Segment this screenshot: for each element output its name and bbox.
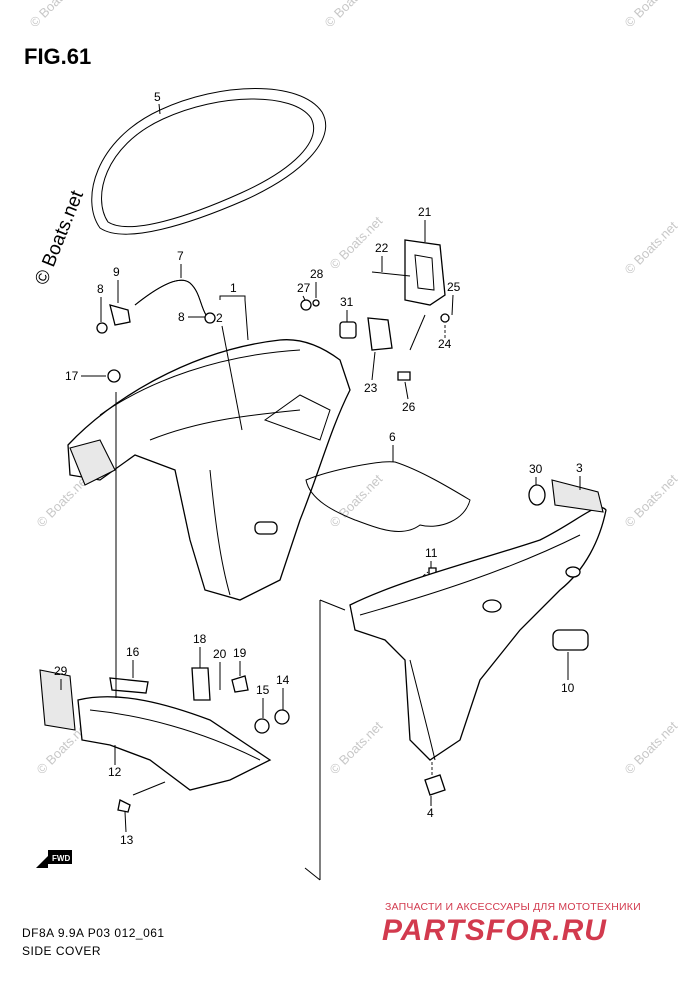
watermark: © Boats.net	[327, 718, 386, 777]
part-6-gasket	[305, 461, 471, 532]
watermark: © Boats.net	[27, 0, 86, 30]
shop-tagline: ЗАПЧАСТИ И АКСЕССУАРЫ ДЛЯ МОТОТЕХНИКИ	[385, 901, 641, 913]
watermark: © Boats.net	[322, 0, 381, 30]
part-1-upper-cover	[67, 339, 351, 601]
footer-model-code: DF8A 9.9A P03 012_061	[22, 926, 165, 940]
leader-lines	[115, 314, 446, 881]
part-5-gasket	[91, 88, 327, 235]
shop-logo: PARTSFOR.RU	[382, 914, 607, 947]
footer-section-name: SIDE COVER	[22, 944, 102, 958]
callout-24: 24	[438, 337, 452, 351]
callout-10: 10	[561, 681, 575, 695]
callout-8: 8	[178, 310, 185, 324]
callout-30: 30	[529, 462, 543, 476]
callout-20: 20	[213, 647, 227, 661]
watermark: © Boats.net	[622, 218, 681, 277]
callout-9: 9	[113, 265, 120, 279]
watermarks: © Boats.net © Boats.net © Boats.net © Bo…	[27, 0, 681, 777]
callout-21: 21	[418, 205, 432, 219]
watermark: © Boats.net	[622, 718, 681, 777]
callout-28: 28	[310, 267, 324, 281]
callout-16: 16	[126, 645, 140, 659]
callout-2: 2	[216, 311, 223, 325]
callout-15: 15	[256, 683, 270, 697]
callout-27: 27	[297, 281, 311, 295]
callout-11: 11	[425, 546, 438, 560]
callout-3: 3	[576, 461, 583, 475]
callout-26: 26	[402, 400, 416, 414]
callout-1: 1	[230, 281, 237, 295]
small-fasteners	[96, 299, 589, 813]
callout-8: 8	[97, 282, 104, 296]
watermark-main: © Boats.net	[31, 187, 88, 288]
callout-13: 13	[120, 833, 134, 847]
part-3-side-cover	[349, 479, 607, 761]
watermark: © Boats.net	[622, 471, 681, 530]
part-12-lower-cover	[39, 667, 290, 791]
callout-7: 7	[177, 249, 184, 263]
fwd-arrow-icon: FWD	[36, 850, 72, 868]
callout-5: 5	[154, 90, 161, 104]
callout-4: 4	[427, 806, 434, 820]
part-7-hose	[134, 279, 207, 316]
watermark: © Boats.net	[327, 471, 386, 530]
callouts: 1 2 3 4 5 6 7 8 8 9 10 11 12 13 14 15 16…	[54, 90, 583, 847]
callout-17: 17	[65, 369, 79, 383]
callout-29: 29	[54, 664, 68, 678]
callout-14: 14	[276, 673, 290, 687]
callout-12: 12	[108, 765, 122, 779]
callout-23: 23	[364, 381, 378, 395]
callout-22: 22	[375, 241, 389, 255]
callout-18: 18	[193, 632, 207, 646]
callout-25: 25	[447, 280, 461, 294]
watermark: © Boats.net	[622, 0, 681, 30]
part-21-bracket	[371, 239, 446, 306]
fwd-label: FWD	[52, 854, 70, 863]
callout-31: 31	[340, 295, 354, 309]
callout-19: 19	[233, 646, 247, 660]
figure-title: FIG.61	[24, 44, 92, 69]
callout-6: 6	[389, 430, 396, 444]
